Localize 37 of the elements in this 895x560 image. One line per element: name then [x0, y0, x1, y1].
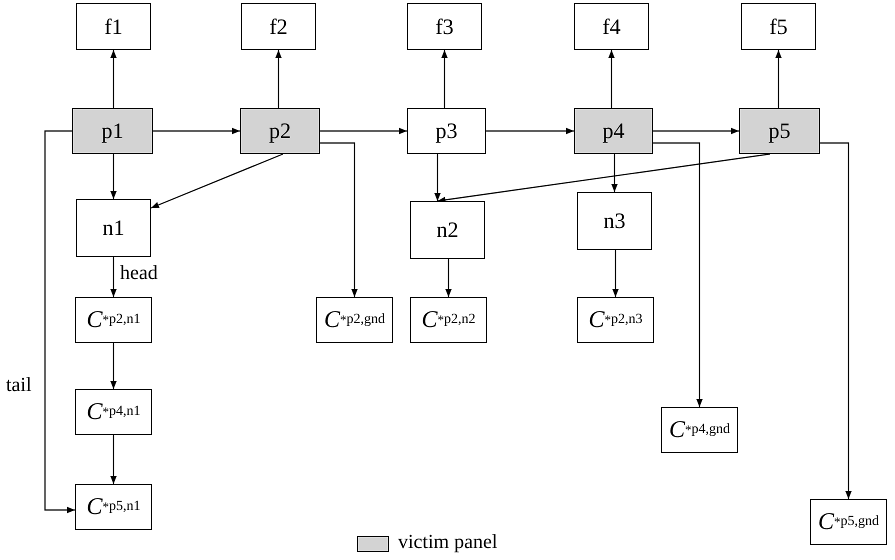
victim-panel-box: p5 — [739, 108, 820, 154]
arrow — [150, 153, 284, 209]
panel-box: p3 — [407, 108, 486, 154]
arrow — [653, 142, 703, 407]
arrow — [608, 50, 615, 108]
output-box: f5 — [741, 3, 816, 50]
arrow — [320, 142, 358, 297]
output-box: f2 — [241, 3, 316, 50]
arrow — [486, 128, 574, 134]
arrow — [653, 128, 739, 134]
arrow — [775, 50, 782, 108]
arrow — [611, 154, 618, 192]
arrow — [434, 154, 441, 201]
arrow — [153, 128, 240, 134]
output-box: f1 — [76, 3, 151, 50]
net-box: n2 — [410, 201, 485, 259]
arrow — [110, 50, 117, 108]
output-box: f3 — [407, 3, 482, 50]
arrow — [612, 250, 619, 297]
arrow — [110, 154, 117, 199]
victim-panel-box: p4 — [574, 108, 653, 154]
arrow — [110, 435, 117, 484]
victim-panel-box: p2 — [240, 108, 320, 154]
arrow — [437, 153, 770, 204]
victim-panel-box: p1 — [72, 108, 153, 154]
arrow — [275, 50, 282, 108]
output-box: f4 — [574, 3, 649, 50]
legend-label: victim panel — [398, 531, 498, 554]
arrow — [320, 128, 407, 134]
arrow — [110, 257, 117, 297]
net-box: n1 — [76, 199, 151, 257]
arrow — [820, 142, 852, 499]
net-box: n3 — [577, 192, 652, 250]
arrow — [44, 130, 75, 514]
arrow — [445, 259, 452, 297]
arrow — [441, 50, 448, 108]
arrow — [110, 343, 117, 389]
